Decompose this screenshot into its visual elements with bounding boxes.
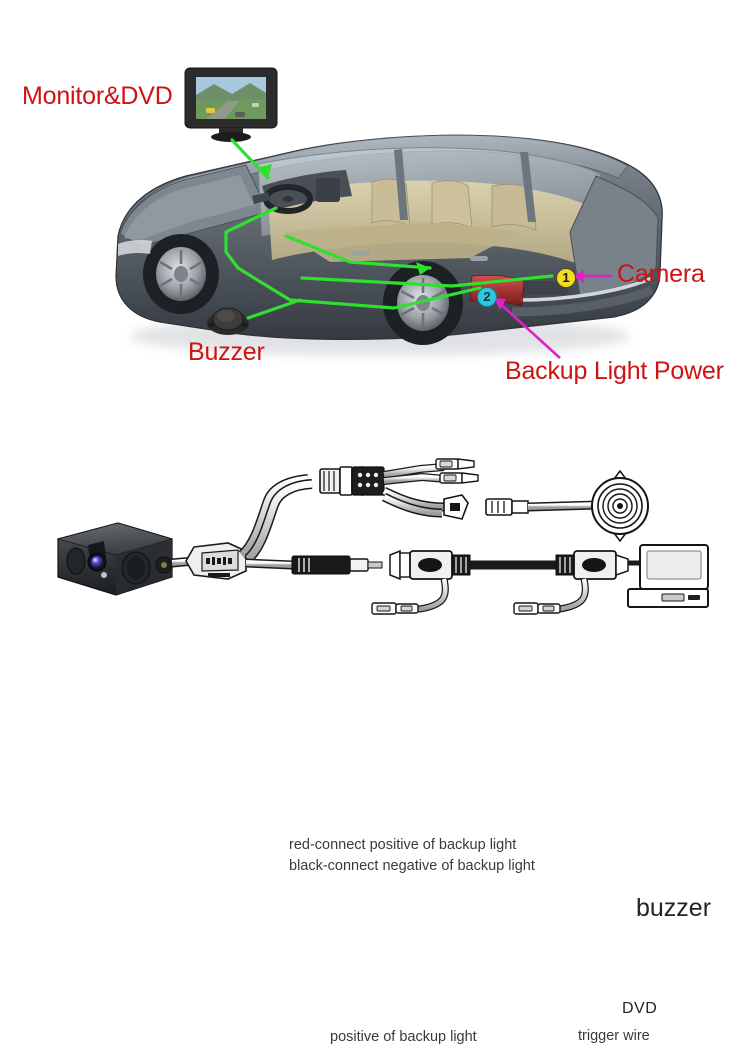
rear-seat — [431, 180, 473, 229]
license-plate-recess — [520, 281, 568, 295]
car-illustration — [115, 67, 663, 359]
magenta-arrowheads — [494, 270, 584, 310]
spade-terminal-red — [435, 458, 475, 470]
monitor-screen-scene — [196, 77, 266, 119]
car-body — [115, 134, 663, 345]
buzzer-device — [207, 307, 249, 335]
label-positive-backup-light: positive of backup light — [330, 1029, 477, 1045]
barrel-connector — [291, 555, 383, 575]
rear-chrome-strip — [519, 276, 653, 302]
trigger-terminal — [513, 602, 561, 615]
label-dvd: DVD — [622, 1000, 658, 1017]
label-trigger-wire: trigger wire — [578, 1028, 650, 1044]
arrow-dash — [256, 164, 272, 178]
positive-terminal — [371, 602, 419, 615]
spade-terminal-black — [439, 472, 479, 484]
wire-floor-to-rear — [236, 266, 482, 310]
b-pillar — [394, 149, 408, 220]
pointer-camera-head — [572, 270, 584, 283]
wire-dash-to-floor — [224, 206, 278, 270]
side-mirror — [252, 192, 270, 204]
badge-camera-marker: 1 — [556, 268, 576, 288]
monitor-stand-base — [211, 132, 251, 142]
wiring-illustration — [56, 458, 709, 615]
power-connector — [319, 465, 385, 497]
label-backup-light-power: Backup Light Power — [505, 357, 724, 385]
wire-to-buzzer — [246, 298, 302, 320]
green-arrowheads — [256, 164, 430, 275]
wire-rear-to-camera — [300, 274, 554, 288]
label-buzzer: Buzzer — [188, 338, 265, 366]
inline-splitter — [185, 542, 247, 580]
car-installation-diagram: Monitor&DVD Camera Buzzer Backup Light P… — [0, 0, 750, 405]
pointer-backup-light — [495, 299, 561, 359]
positive-backup-light-wire — [371, 578, 449, 615]
front-wheel — [143, 234, 219, 314]
power-branch-cable — [238, 474, 313, 563]
label-red-connect: red-connect positive of backup light — [289, 837, 517, 853]
car-hood-highlight — [124, 175, 254, 240]
dvd-unit — [627, 544, 709, 608]
rca-connector-1 — [389, 549, 471, 581]
buzzer-connector — [443, 494, 599, 520]
rear-bench — [491, 183, 537, 231]
camera-device — [56, 522, 174, 596]
trigger-wire-line — [513, 578, 589, 615]
rear-bumper — [511, 285, 654, 317]
video-cable — [245, 558, 293, 570]
pointer-backup-head — [494, 298, 506, 310]
monitor-stand-neck — [219, 128, 243, 135]
label-camera: Camera — [617, 260, 705, 288]
wiring-harness-diagram: red-connect positive of backup light bla… — [0, 405, 750, 1045]
headlight — [118, 240, 152, 256]
label-monitor-dvd: Monitor&DVD — [22, 82, 173, 110]
rca-connector-2 — [555, 550, 644, 580]
label-black-connect: black-connect negative of backup light — [289, 858, 535, 875]
label-buzzer-component: buzzer — [636, 894, 712, 922]
door-handle-rear — [470, 256, 488, 261]
rear-wheel — [383, 261, 463, 345]
center-console — [316, 178, 340, 202]
green-wire-route — [224, 138, 554, 320]
label-red-black-connect: red-connect positive of backup light bla… — [289, 835, 535, 877]
car-floor — [284, 222, 520, 262]
door-handle-front — [352, 251, 370, 256]
steering-hub — [283, 196, 293, 202]
wire-interior-branch — [284, 234, 432, 270]
badge-backup-light-marker: 2 — [477, 287, 497, 307]
monitor-device — [184, 67, 278, 142]
c-pillar — [520, 152, 536, 222]
red-black-wires — [381, 458, 479, 518]
buzzer-component — [591, 469, 649, 543]
arrow-interior — [416, 262, 430, 275]
